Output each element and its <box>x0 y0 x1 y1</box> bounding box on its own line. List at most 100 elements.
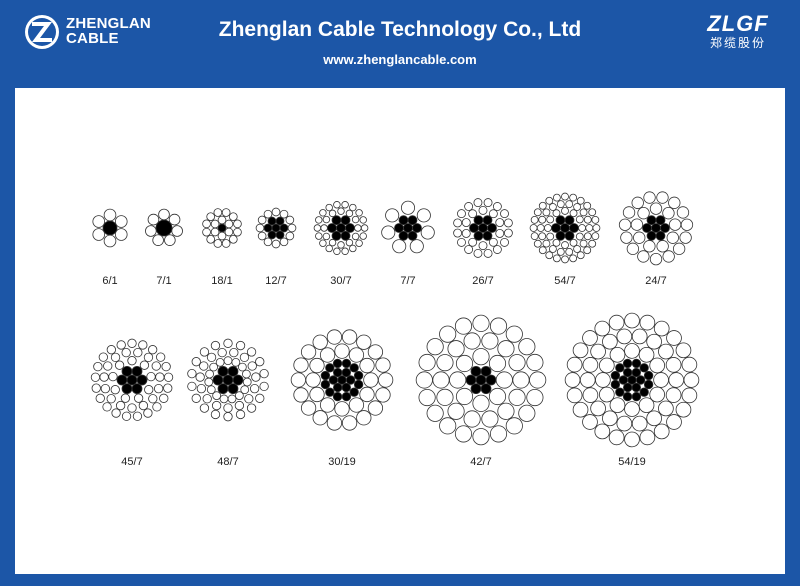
steel-wire <box>340 215 351 226</box>
conductor-18-1 <box>202 208 242 248</box>
aluminium-wire <box>503 228 513 238</box>
steel-wire <box>331 230 342 241</box>
aluminium-wire <box>196 383 207 394</box>
steel-wire <box>470 383 482 395</box>
aluminium-wire <box>566 387 583 404</box>
aluminium-wire <box>495 218 505 227</box>
aluminium-wire <box>199 403 210 413</box>
aluminium-wire <box>98 352 108 362</box>
logo-line-2: CABLE <box>66 30 119 47</box>
aluminium-wire <box>187 368 197 379</box>
zlgf-brand: ZLGF <box>707 11 769 36</box>
aluminium-wire <box>526 353 544 372</box>
aluminium-wire <box>356 410 372 426</box>
aluminium-wire <box>151 361 161 371</box>
aluminium-wire <box>556 200 565 209</box>
aluminium-wire <box>500 209 509 219</box>
steel-wire <box>480 383 492 395</box>
aluminium-wire <box>481 332 499 350</box>
aluminium-wire <box>415 371 433 389</box>
steel-wire <box>646 230 657 241</box>
aluminium-wire <box>116 340 126 350</box>
aluminium-wire <box>483 248 493 258</box>
aluminium-wire <box>359 357 375 374</box>
aluminium-wire <box>566 356 583 373</box>
aluminium-wire <box>665 357 682 373</box>
conductor-7-7 <box>381 200 435 254</box>
aluminium-wire <box>449 371 467 389</box>
aluminium-wire <box>552 209 561 218</box>
aluminium-wire <box>658 400 674 417</box>
aluminium-wire <box>637 207 650 220</box>
aluminium-wire <box>202 227 211 237</box>
aluminium-wire <box>631 415 648 432</box>
steel-wire <box>232 374 244 386</box>
aluminium-wire <box>161 361 171 372</box>
aluminium-wire <box>199 347 210 357</box>
aluminium-wire <box>337 241 345 249</box>
zlgf-logo: ZLGF 郑缆股份 <box>698 12 778 52</box>
aluminium-wire <box>468 237 478 247</box>
aluminium-wire <box>367 400 384 416</box>
aluminium-wire <box>155 372 165 382</box>
aluminium-wire <box>481 410 499 428</box>
aluminium-wire <box>187 381 197 392</box>
aluminium-wire <box>439 325 457 343</box>
aluminium-wire <box>103 234 117 248</box>
aluminium-wire <box>106 345 116 355</box>
steel-wire <box>646 215 657 226</box>
steel-wire <box>618 375 629 385</box>
aluminium-wire <box>287 223 297 233</box>
aluminium-wire <box>309 357 325 374</box>
steel-wire <box>480 365 492 377</box>
aluminium-wire <box>91 383 101 393</box>
aluminium-wire <box>337 207 345 215</box>
aluminium-wire <box>348 347 365 363</box>
aluminium-wire <box>103 208 117 222</box>
conductor-label: 54/7 <box>554 275 575 287</box>
aluminium-wire <box>312 410 328 426</box>
aluminium-wire <box>171 225 183 237</box>
aluminium-wire <box>114 215 128 228</box>
aluminium-wire <box>263 237 273 247</box>
aluminium-wire <box>139 360 150 370</box>
steel-wire <box>564 230 575 241</box>
aluminium-wire <box>145 225 157 237</box>
aluminium-wire <box>132 411 143 421</box>
aluminium-wire <box>152 234 164 246</box>
aluminium-wire <box>233 227 242 237</box>
aluminium-wire <box>536 224 545 232</box>
aluminium-wire <box>495 229 505 238</box>
steel-wire <box>398 230 409 241</box>
aluminium-wire <box>468 209 478 219</box>
aluminium-wire <box>159 393 169 403</box>
steel-wire <box>639 387 649 397</box>
steel-wire <box>341 382 352 393</box>
aluminium-wire <box>234 400 245 411</box>
aluminium-wire <box>223 356 233 366</box>
aluminium-wire <box>146 371 156 382</box>
aluminium-wire <box>533 239 542 248</box>
aluminium-wire <box>602 333 618 350</box>
aluminium-wire <box>416 208 431 223</box>
aluminium-wire <box>608 429 625 446</box>
aluminium-wire <box>447 402 465 420</box>
aluminium-wire <box>259 381 269 392</box>
aluminium-wire <box>257 215 267 225</box>
aluminium-wire <box>341 201 349 209</box>
aluminium-wire <box>681 387 698 404</box>
aluminium-wire <box>110 352 121 363</box>
steel-wire <box>349 363 359 373</box>
aluminium-wire <box>228 234 238 244</box>
aluminium-wire <box>163 383 173 393</box>
aluminium-wire <box>561 241 569 249</box>
aluminium-wire <box>92 228 106 241</box>
aluminium-wire <box>656 240 669 253</box>
website-link[interactable]: www.zhenglancable.com <box>323 52 477 67</box>
conductor-label: 24/7 <box>645 275 666 287</box>
aluminium-wire <box>355 239 363 247</box>
aluminium-wire <box>666 330 682 346</box>
aluminium-wire <box>638 346 655 363</box>
steel-wire <box>631 358 642 369</box>
aluminium-wire <box>320 224 328 232</box>
